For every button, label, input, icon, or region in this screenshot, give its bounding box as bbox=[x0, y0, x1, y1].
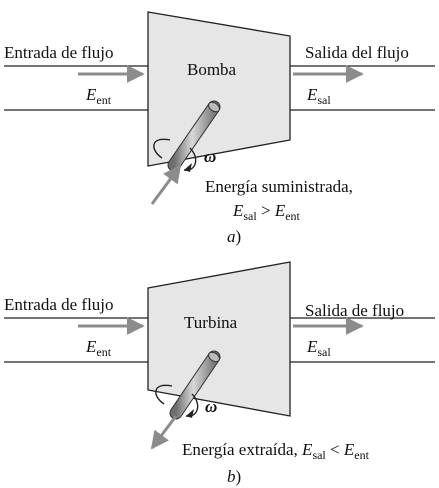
energy-input-arrow bbox=[150, 164, 182, 205]
caption-a: a) bbox=[227, 227, 241, 246]
inlet-label: Entrada de flujo bbox=[4, 43, 114, 62]
omega-label: ω bbox=[204, 147, 216, 166]
outlet-label: Salida del flujo bbox=[305, 43, 409, 62]
rotation-arrowhead bbox=[186, 409, 194, 418]
energy-condition-a: Esal > Eent bbox=[232, 201, 301, 223]
device-label: Bomba bbox=[187, 60, 237, 79]
pump-body bbox=[147, 11, 291, 167]
device-label: Turbina bbox=[184, 313, 238, 332]
energy-extracted-label: Energía extraída, Esal < Eent bbox=[182, 440, 370, 462]
rotation-arrowhead bbox=[184, 163, 192, 172]
caption-b: b) bbox=[227, 467, 241, 486]
omega-label: ω bbox=[205, 397, 217, 416]
energy-out-label: Esal bbox=[306, 85, 331, 107]
outlet-label: Salida de flujo bbox=[305, 301, 404, 320]
energy-output-arrow bbox=[150, 415, 178, 450]
pump-shaft bbox=[167, 100, 221, 172]
turbine-shaft bbox=[169, 350, 221, 420]
panel-b-turbine: Entrada de flujo Salida de flujo Turbina… bbox=[4, 261, 435, 486]
energy-out-label: Esal bbox=[306, 337, 331, 359]
panel-a-pump: Entrada de flujo Salida del flujo Bomba … bbox=[4, 11, 435, 246]
inlet-label: Entrada de flujo bbox=[4, 295, 114, 314]
turbine-body bbox=[147, 261, 291, 417]
energy-in-label: Eent bbox=[85, 337, 112, 359]
energy-supplied-label: Energía suministrada, bbox=[205, 177, 353, 196]
energy-in-label: Eent bbox=[85, 85, 112, 107]
